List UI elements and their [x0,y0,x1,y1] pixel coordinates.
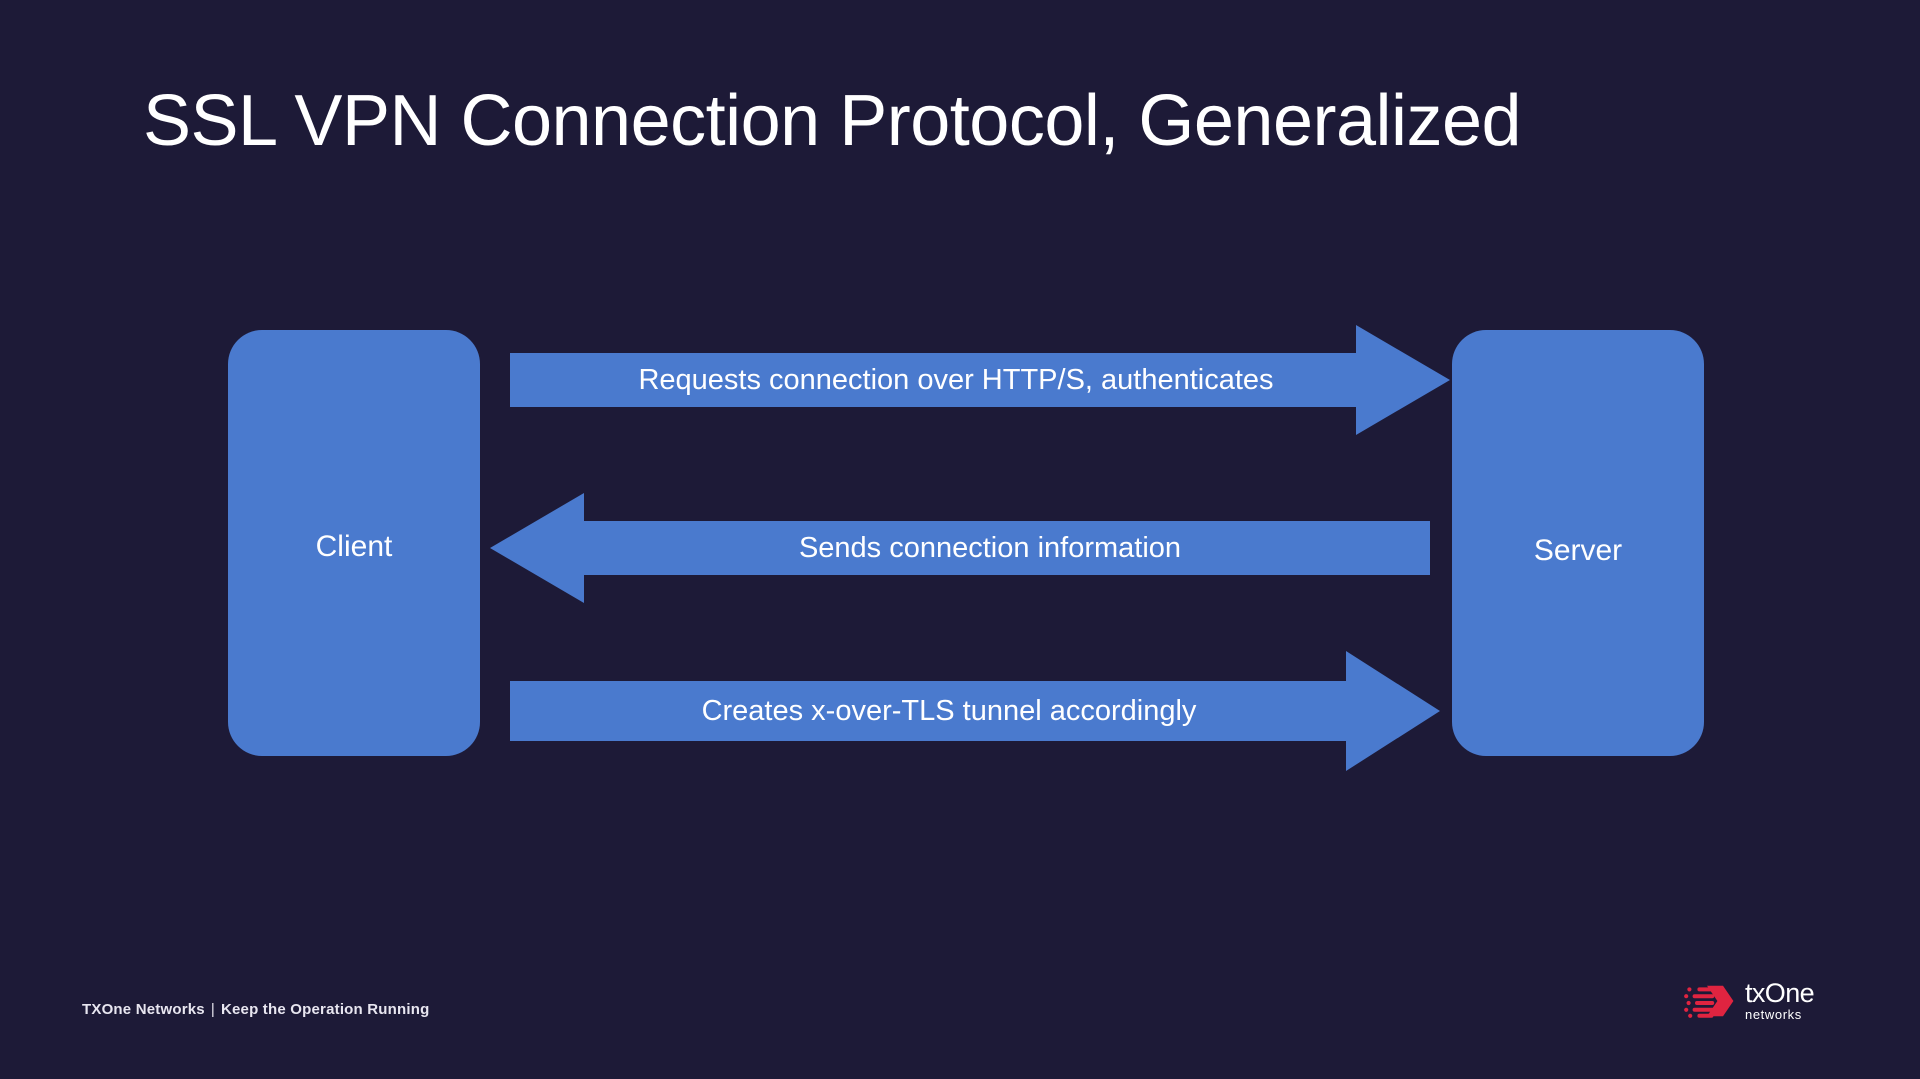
diagram-node-server-label: Server [1533,534,1623,567]
footer-company: TXOne Networks [82,1001,205,1018]
arrow-right-icon [510,651,1440,771]
brand-logo: txOne networks [1683,975,1843,1027]
arrow-left-icon [490,493,1430,603]
txone-speed-hexagon-icon [1684,985,1734,1018]
arrow-right-icon [510,325,1450,435]
diagram-node-client[interactable]: Client [228,330,480,756]
diagram-arrow-2-server-to-client[interactable]: Sends connection information [490,493,1430,603]
footer: TXOne Networks | Keep the Operation Runnin… [82,1000,430,1020]
diagram-node-server[interactable]: Server [1452,330,1704,756]
diagram-node-client-label: Client [315,530,393,563]
footer-tagline: Keep the Operation Running [220,1001,430,1018]
diagram-arrow-1-client-to-server[interactable]: Requests connection over HTTP/S, authent… [510,325,1450,435]
page-title: SSL VPN Connection Protocol, Generalized [143,81,1522,161]
logo-wordmark: txOne networks [1745,977,1815,1023]
logo-subtitle: networks [1745,1006,1802,1022]
diagram-arrow-3-client-to-server[interactable]: Creates x-over-TLS tunnel accordingly [510,651,1440,771]
logo-name: txOne [1745,977,1815,1008]
footer-separator: | [210,1001,215,1018]
